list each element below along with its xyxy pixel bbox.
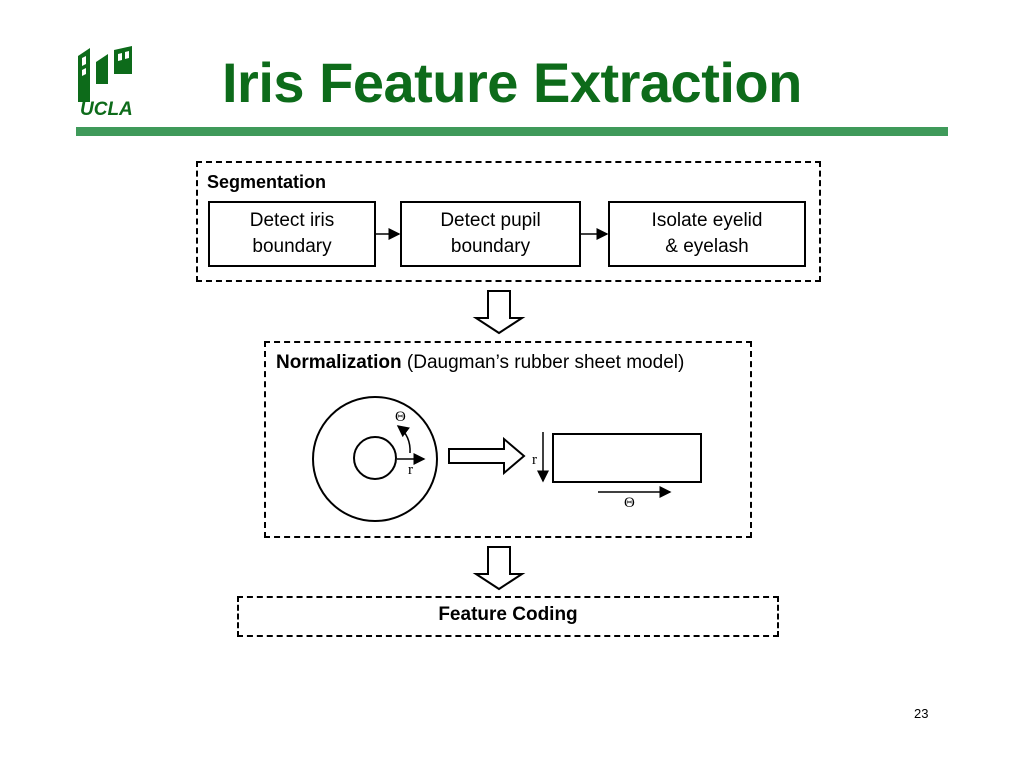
normalization-box bbox=[264, 341, 752, 538]
rect-theta-label: Θ bbox=[624, 495, 635, 511]
slide-title: Iris Feature Extraction bbox=[222, 51, 802, 114]
radius-label: r bbox=[408, 462, 413, 478]
block-arrow-down-icon bbox=[472, 546, 526, 591]
feature-coding-box bbox=[237, 596, 779, 637]
step-line: Detect pupil bbox=[440, 210, 541, 231]
step-detect-iris-boundary: Detect iris boundary bbox=[208, 201, 376, 267]
step-line: boundary bbox=[252, 236, 332, 257]
block-arrow-down-icon bbox=[472, 290, 526, 335]
svg-text:UCLA: UCLA bbox=[80, 99, 133, 118]
step-line: & eyelash bbox=[665, 236, 749, 257]
step-line: Isolate eyelid bbox=[651, 210, 763, 231]
segmentation-box bbox=[196, 161, 821, 282]
normalization-description: (Daugman’s rubber sheet model) bbox=[406, 352, 685, 373]
theta-label: Θ bbox=[395, 409, 406, 425]
segmentation-label: Segmentation bbox=[207, 172, 327, 192]
step-detect-pupil-boundary: Detect pupil boundary bbox=[400, 201, 581, 267]
pupil-circle bbox=[353, 436, 397, 480]
normalization-label: Normalization bbox=[276, 352, 402, 373]
normalized-rectangle bbox=[552, 433, 702, 483]
feature-coding-label: Feature Coding bbox=[438, 604, 578, 625]
title-underline bbox=[76, 127, 948, 136]
ucla-logo: UCLA bbox=[78, 46, 133, 118]
normalization-text: Normalization (Daugman’s rubber sheet mo… bbox=[276, 349, 736, 377]
page-number: 23 bbox=[914, 706, 929, 721]
block-arrow-right-icon bbox=[448, 436, 526, 476]
step-isolate-eyelid: Isolate eyelid & eyelash bbox=[608, 201, 806, 267]
rect-radius-label: r bbox=[532, 452, 537, 468]
step-line: Detect iris bbox=[249, 210, 335, 231]
step-line: boundary bbox=[450, 236, 531, 257]
theta-arc-arrow-icon bbox=[396, 425, 411, 454]
